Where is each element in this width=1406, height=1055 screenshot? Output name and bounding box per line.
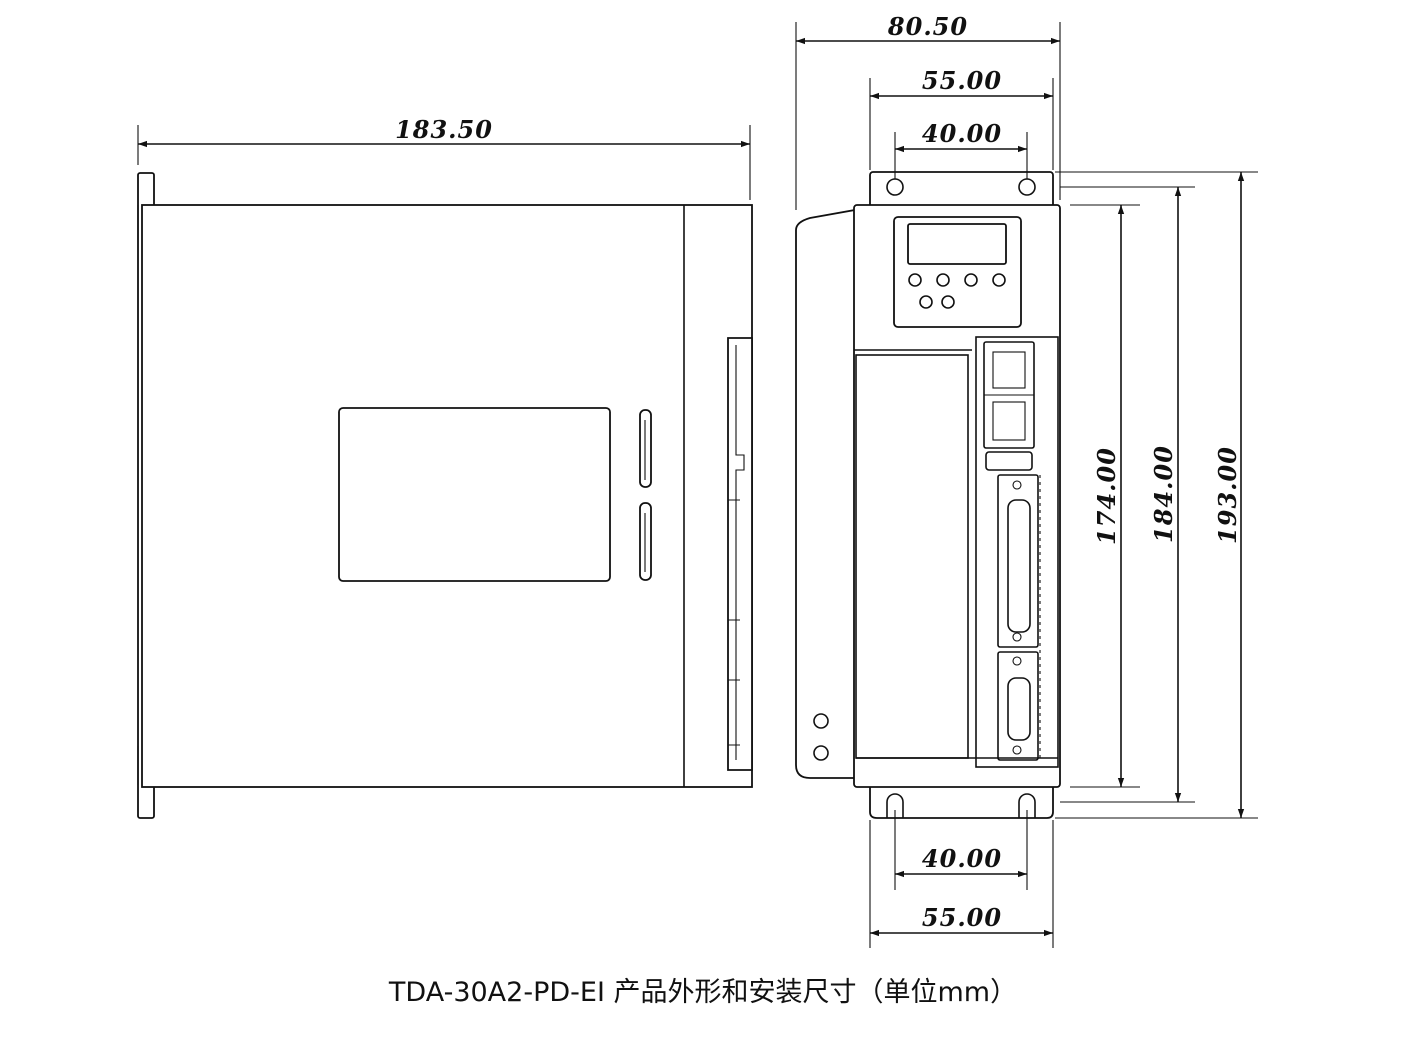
dim-top-hole-spacing: 40.00: [922, 119, 1002, 148]
dim-height-total: 193.00: [1213, 446, 1242, 544]
bottom-mount-slot-right: [1018, 793, 1036, 818]
dim-bottom-hole-spacing: 40.00: [922, 844, 1002, 873]
dim-side-width: 183.50: [395, 115, 493, 144]
panel-button-6: [941, 295, 955, 309]
panel-button-3: [964, 273, 978, 287]
panel-button-1: [908, 273, 922, 287]
display-window: [907, 223, 1007, 265]
dim-front-top-width: 55.00: [922, 66, 1002, 95]
dim-front-total-width: 80.50: [887, 12, 968, 41]
dim-front-bottom-width: 55.00: [922, 903, 1002, 932]
panel-button-2: [936, 273, 950, 287]
dim-height-body: 174.00: [1092, 447, 1121, 545]
panel-button-4: [992, 273, 1006, 287]
side-view: 183.50: [137, 115, 753, 819]
bottom-mount-slot-left: [886, 793, 904, 818]
io-connector-cn1: [997, 474, 1039, 648]
io-connector-cn2: [997, 651, 1039, 761]
drawing-caption: TDA-30A2-PD-EI 产品外形和安装尺寸（单位mm）: [388, 977, 1018, 1008]
side-connector-profile: [727, 337, 753, 771]
dim-height-mid: 184.00: [1149, 445, 1178, 543]
encoder-connector: [985, 451, 1033, 471]
front-top-ear: [869, 171, 1054, 209]
front-heatsink: [795, 208, 856, 779]
front-view: 80.50 55.00 40.00 40.00 55.00 174.00 184…: [795, 12, 1258, 948]
panel-button-5: [919, 295, 933, 309]
connector-bay: [975, 336, 1059, 768]
side-label-window: [338, 407, 611, 582]
front-bottom-ear: [869, 784, 1054, 819]
